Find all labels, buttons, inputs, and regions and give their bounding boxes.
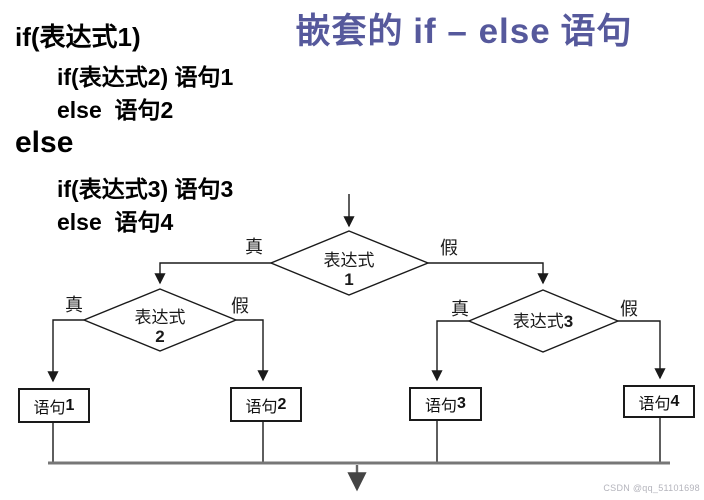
code-line-5: if(表达式3) 语句3 — [57, 176, 234, 202]
diamond-3-label: 表达式3 — [493, 312, 593, 331]
watermark: CSDN @qq_51101698 — [603, 483, 700, 493]
diamond-1 — [269, 230, 430, 296]
box-3-num: 3 — [457, 395, 466, 412]
title-latin: if – else — [413, 12, 551, 51]
box-4-num: 4 — [670, 392, 680, 410]
d3-true-branch — [431, 320, 469, 382]
false-label-d2: 假 — [231, 296, 249, 316]
true-label-d2: 真 — [65, 295, 83, 315]
box-2-text: 语句 — [245, 398, 278, 416]
diamond-3-text: 表达式 — [512, 312, 564, 331]
box-1-text: 语句 — [33, 399, 66, 417]
box-4-text: 语句 — [638, 395, 671, 413]
false-label-d3: 假 — [620, 299, 638, 319]
d1-false-branch — [428, 262, 549, 285]
false-label-d1: 假 — [440, 238, 458, 258]
code-line-4: else — [15, 126, 74, 159]
title-cjk-right: 语句 — [550, 12, 633, 51]
true-label-d3: 真 — [451, 299, 469, 319]
code-line-2: if(表达式2) 语句1 — [57, 64, 234, 90]
diamond-2-num: 2 — [155, 327, 165, 346]
diamond-3-num: 3 — [563, 312, 574, 331]
code-line-1: if(表达式1) — [15, 22, 141, 52]
d1-true-branch — [154, 262, 272, 285]
box-3-text: 语句 — [425, 398, 458, 415]
box-2-num: 2 — [277, 395, 287, 413]
diamond-1-text: 表达式 — [323, 251, 375, 270]
page-title: 嵌套的 if – else 语句 — [225, 3, 703, 54]
code-line-3: else 语句2 — [57, 97, 174, 123]
d3-false-branch — [618, 320, 666, 380]
diamond-1-num: 1 — [344, 270, 354, 289]
diamond-2-text: 表达式 — [134, 308, 186, 327]
title-cjk-left: 嵌套的 — [295, 12, 414, 51]
diamond-2 — [82, 288, 238, 352]
diamond-3 — [467, 289, 620, 353]
diamond-1-label: 表达式 1 — [299, 251, 399, 289]
code-line-6: else 语句4 — [57, 209, 174, 235]
diamond-2-label: 表达式 2 — [110, 308, 210, 346]
box-1-num: 1 — [65, 396, 75, 414]
d2-false-branch — [236, 319, 269, 382]
d2-true-branch — [47, 319, 84, 383]
true-label-d1: 真 — [245, 237, 263, 257]
